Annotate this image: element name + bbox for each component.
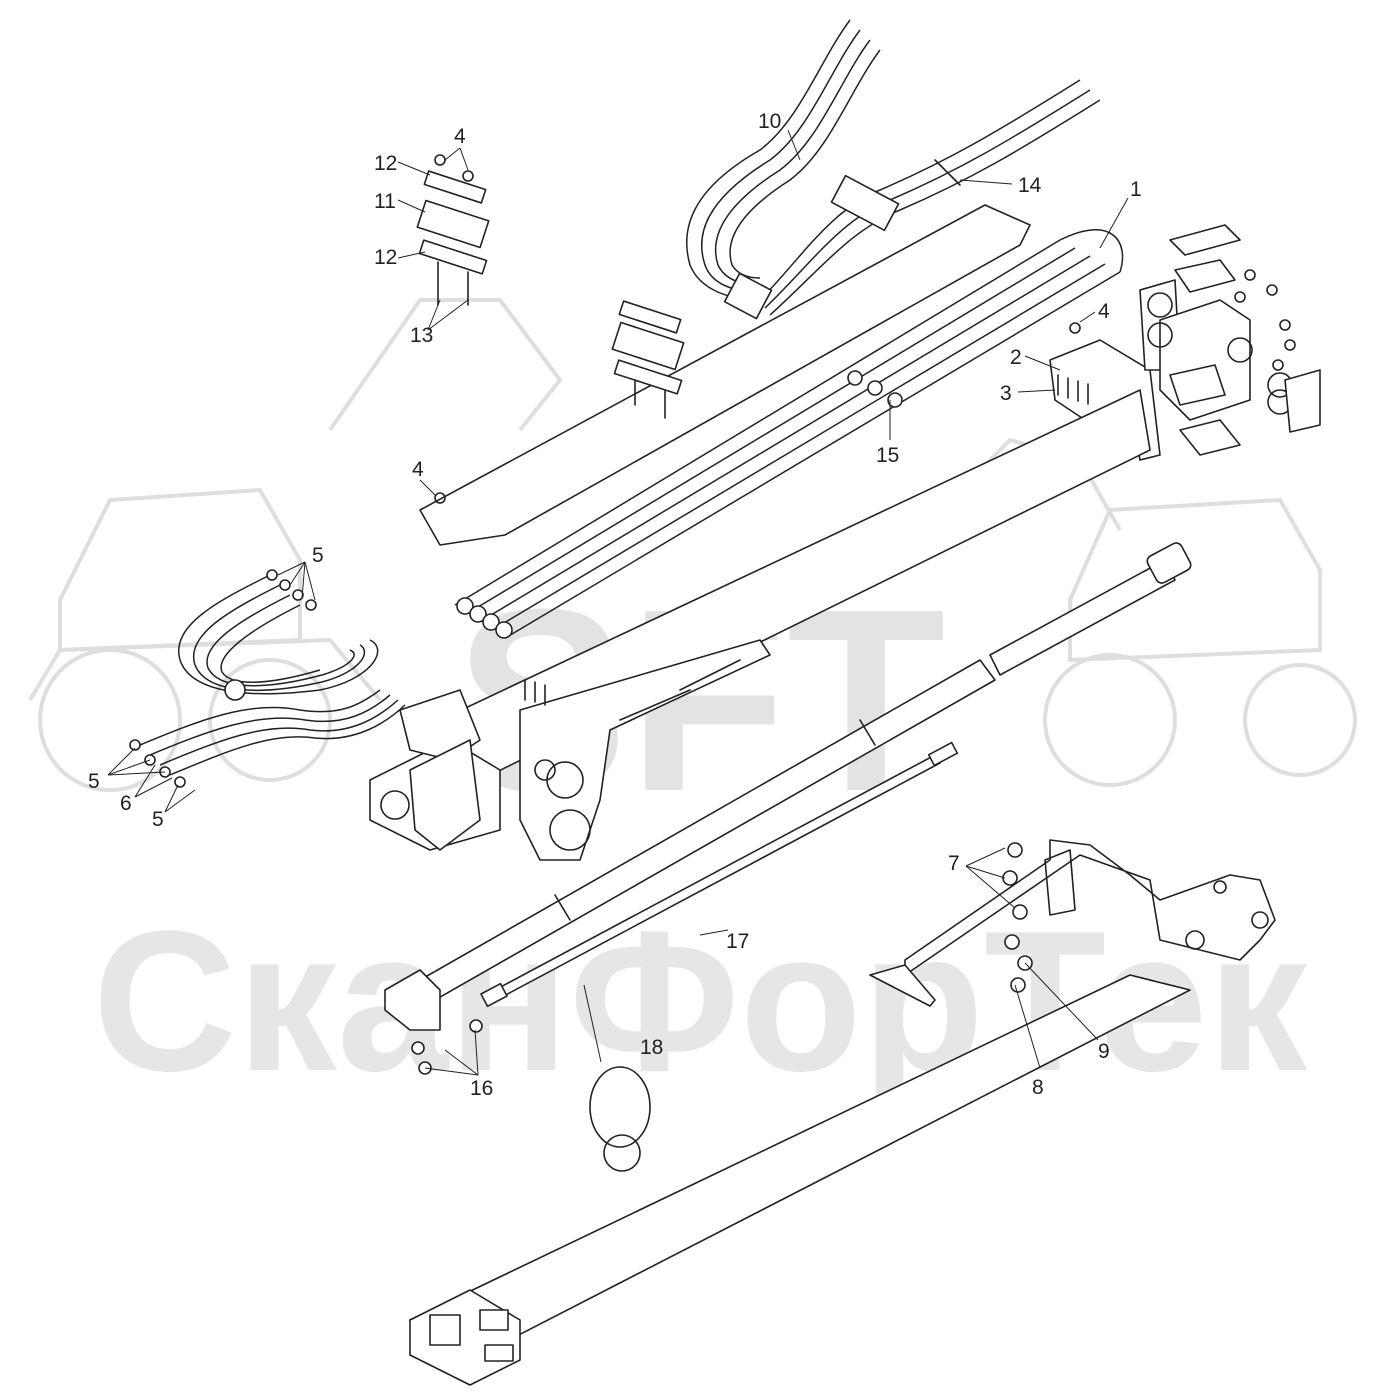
callout-18: 18 xyxy=(640,1036,663,1059)
callout-4-top: 4 xyxy=(454,125,466,148)
callout-14: 14 xyxy=(1018,174,1042,197)
rod-hose xyxy=(418,741,959,1075)
dipper-bracket xyxy=(869,839,1276,1007)
callout-16: 16 xyxy=(470,1077,493,1100)
main-boom xyxy=(369,389,1151,861)
callout-11: 11 xyxy=(374,190,396,213)
mounting-bracket xyxy=(1049,322,1161,461)
callout-7: 7 xyxy=(948,852,960,875)
callout-5-top: 5 xyxy=(312,544,324,567)
telescopic-boom-lower xyxy=(409,974,1191,1386)
callout-6: 6 xyxy=(120,792,132,815)
cover-plate-upper xyxy=(419,204,1031,546)
hydraulic-tubes xyxy=(453,229,1124,639)
hose-bundle-upper xyxy=(686,19,1101,320)
callout-1: 1 xyxy=(1130,178,1142,201)
callout-10: 10 xyxy=(758,110,781,133)
callout-12-bottom: 12 xyxy=(374,246,397,269)
leader-lines xyxy=(107,129,1129,1076)
callout-5-bottom: 5 xyxy=(152,808,164,831)
callout-5-left: 5 xyxy=(88,770,100,793)
callout-17: 17 xyxy=(726,930,749,953)
callout-4-right: 4 xyxy=(1098,300,1110,323)
clamp-assembly-top-left xyxy=(416,154,490,306)
o-rings xyxy=(583,984,651,1172)
clamp-assembly-center xyxy=(611,300,685,419)
side-bracket-group xyxy=(1139,224,1321,456)
callout-13: 13 xyxy=(410,324,433,347)
callout-labels: 1 2 3 4 4 4 5 5 5 6 7 8 9 10 11 12 12 13… xyxy=(88,110,1142,1100)
hydraulic-cylinder xyxy=(384,542,1192,1055)
callout-9: 9 xyxy=(1098,1040,1110,1063)
callout-4-left: 4 xyxy=(412,458,424,481)
callout-15: 15 xyxy=(876,444,899,467)
callout-12-top: 12 xyxy=(374,152,397,175)
hose-bundle-left xyxy=(129,569,406,788)
callout-8: 8 xyxy=(1032,1076,1044,1099)
callout-2: 2 xyxy=(1010,346,1022,369)
callout-3: 3 xyxy=(1000,382,1012,405)
